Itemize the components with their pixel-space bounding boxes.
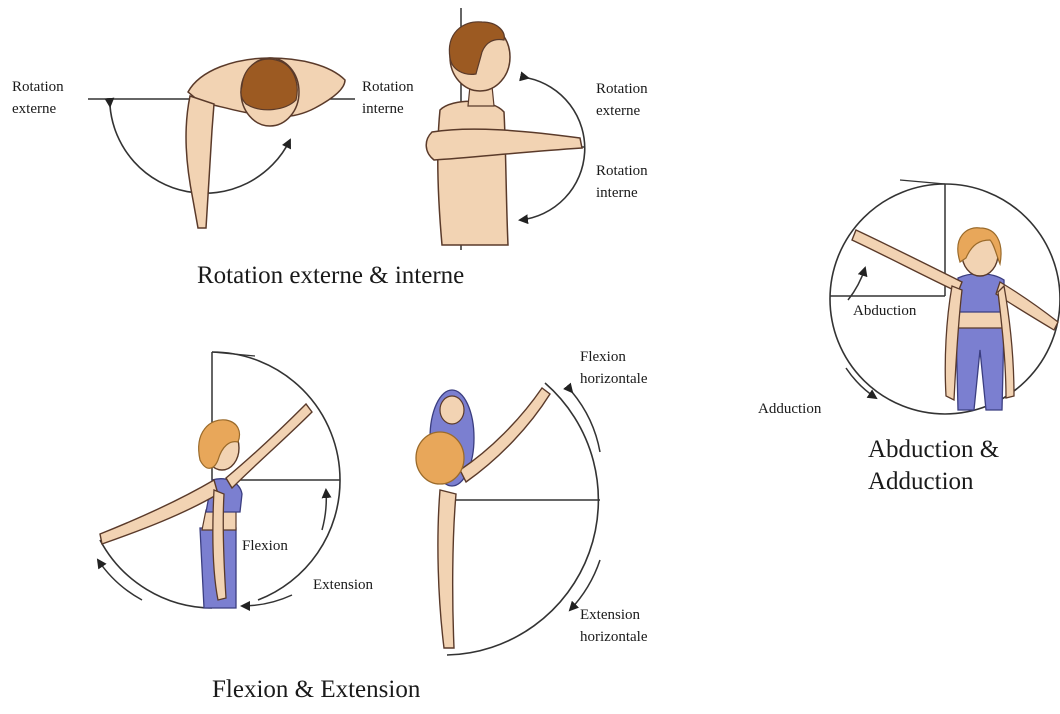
extension-label: Extension [313,574,373,596]
rotation-internal-label-right: Rotation interne [596,160,648,204]
rotation-external-label-left: Rotation externe [12,76,64,120]
abduction-figure [830,180,1060,414]
rotation-top-view-figure [88,58,355,228]
abduction-caption: Abduction & Adduction [868,434,999,498]
flexion-caption: Flexion & Extension [212,674,420,706]
rotation-caption: Rotation externe & interne [197,260,464,292]
rotation-external-label-right: Rotation externe [596,78,648,122]
horizontal-extension-label: Extension horizontale [580,604,647,648]
adduction-label: Adduction [758,398,821,420]
horizontal-flexion-label: Flexion horizontale [580,346,647,390]
flexion-label: Flexion [242,535,288,557]
horizontal-flexion-top-view-figure [416,383,600,655]
flexion-side-view-figure [98,352,340,608]
rotation-side-view-figure [426,8,585,250]
rotation-internal-label-left: Rotation interne [362,76,414,120]
abduction-label: Abduction [851,300,918,322]
